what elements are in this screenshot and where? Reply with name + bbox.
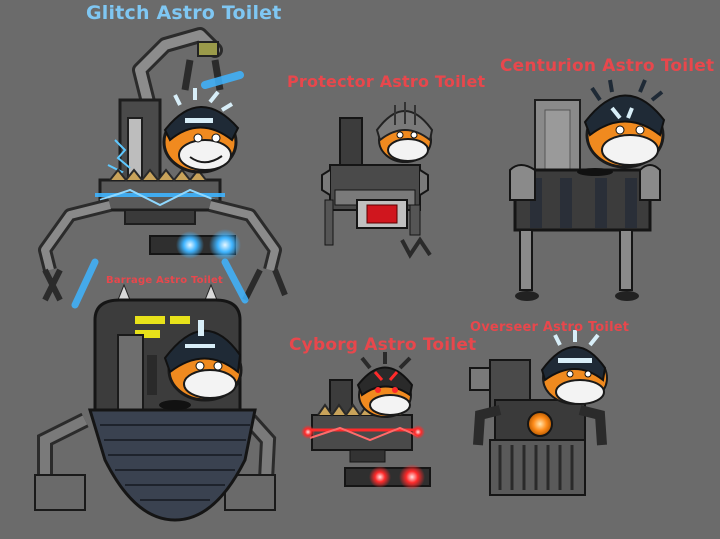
barrage-astro-toilet xyxy=(34,283,277,522)
barrage-astro-toilet-label: Barrage Astro Toilet xyxy=(106,275,223,286)
centurion-astro-toilet-label: Centurion Astro Toilet xyxy=(500,56,715,76)
cyborg-astro-toilet-label: Cyborg Astro Toilet xyxy=(289,335,477,355)
glitch-astro-toilet xyxy=(38,27,288,309)
overseer-astro-toilet-label: Overseer Astro Toilet xyxy=(470,320,630,335)
protector-astro-toilet-label: Protector Astro Toilet xyxy=(287,72,486,91)
centurion-astro-toilet xyxy=(509,79,666,301)
protector-astro-toilet xyxy=(321,102,434,259)
glitch-astro-toilet-label: Glitch Astro Toilet xyxy=(86,2,282,24)
cyborg-astro-toilet xyxy=(301,352,431,490)
overseer-astro-toilet xyxy=(469,330,608,496)
